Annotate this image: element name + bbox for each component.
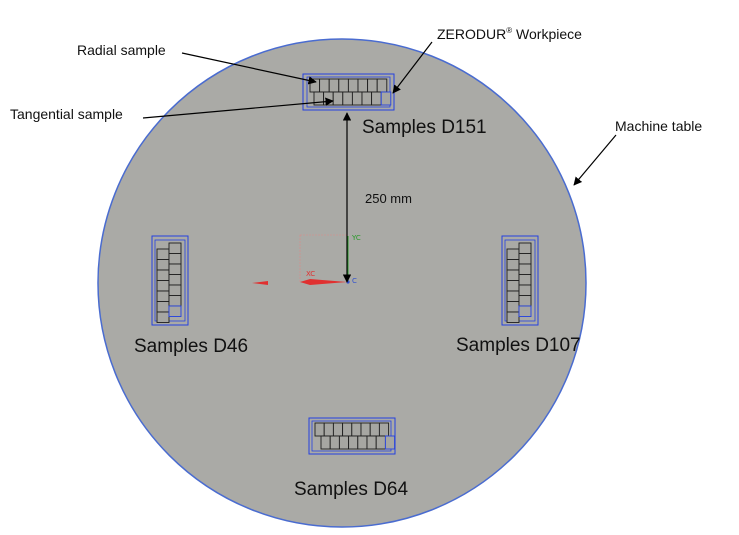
workpiece-frame bbox=[151, 235, 189, 326]
sample-piece bbox=[156, 259, 170, 271]
sample-piece bbox=[369, 422, 380, 437]
workpiece-label-suffix: Workpiece bbox=[512, 26, 582, 42]
sample-piece bbox=[168, 295, 182, 307]
sample-piece bbox=[348, 435, 359, 450]
sample-piece bbox=[518, 305, 532, 317]
sample-piece bbox=[380, 91, 392, 106]
machine-table-circle bbox=[97, 38, 587, 528]
sample-piece bbox=[332, 422, 344, 437]
sample-piece bbox=[320, 435, 331, 450]
sample-group-d107 bbox=[501, 235, 539, 326]
sample-piece bbox=[506, 259, 520, 271]
sample-piece bbox=[506, 301, 520, 313]
sample-piece bbox=[168, 305, 182, 317]
sample-group-label-d107: Samples D107 bbox=[456, 335, 581, 356]
sample-piece bbox=[360, 422, 371, 437]
sample-piece bbox=[156, 269, 170, 281]
sample-piece bbox=[168, 242, 182, 254]
sample-piece bbox=[518, 274, 532, 286]
sample-cells bbox=[156, 242, 182, 323]
sample-piece bbox=[357, 78, 369, 93]
sample-piece bbox=[506, 290, 520, 302]
sample-piece bbox=[371, 91, 382, 106]
sample-piece bbox=[168, 284, 182, 296]
sample-piece bbox=[351, 91, 363, 106]
origin-label: C bbox=[352, 277, 357, 285]
workpiece-label: ZERODUR® Workpiece bbox=[437, 26, 582, 42]
sample-piece bbox=[361, 91, 373, 106]
sample-piece bbox=[338, 435, 350, 450]
sample-piece bbox=[323, 422, 334, 437]
sample-piece bbox=[506, 248, 520, 260]
sample-piece bbox=[506, 311, 520, 323]
sample-piece bbox=[338, 78, 349, 93]
sample-piece bbox=[366, 435, 377, 450]
sample-group-label-d64: Samples D64 bbox=[294, 479, 408, 500]
xc-axis-arrow bbox=[300, 279, 347, 285]
workpiece-inner-frame bbox=[504, 239, 536, 322]
workpiece-frame bbox=[501, 235, 539, 326]
sample-cells bbox=[309, 78, 392, 106]
sample-piece bbox=[351, 422, 362, 437]
sample-piece bbox=[168, 253, 182, 265]
yc-axis-label: YC bbox=[351, 234, 361, 242]
sample-piece bbox=[506, 280, 520, 292]
workpiece-pointer bbox=[392, 41, 433, 94]
sample-piece bbox=[156, 311, 170, 323]
sample-piece bbox=[342, 91, 353, 106]
sample-group-d151 bbox=[302, 73, 395, 111]
distance-label: 250 mm bbox=[365, 191, 412, 206]
sample-piece bbox=[518, 242, 532, 254]
workpiece-label-reg: ® bbox=[506, 26, 512, 35]
sample-piece bbox=[518, 253, 532, 265]
sample-piece bbox=[328, 78, 340, 93]
xc-axis-tail bbox=[252, 281, 268, 285]
machine-table-pointer bbox=[573, 134, 617, 186]
sample-piece bbox=[156, 301, 170, 313]
sample-group-d64 bbox=[308, 417, 396, 455]
sample-piece bbox=[384, 435, 396, 450]
sample-piece bbox=[342, 422, 353, 437]
sample-piece bbox=[323, 91, 334, 106]
tangential-sample-pointer bbox=[142, 97, 334, 119]
sample-piece bbox=[518, 284, 532, 296]
sample-piece bbox=[156, 290, 170, 302]
radial-sample-pointer bbox=[181, 52, 317, 85]
sample-cells bbox=[314, 422, 396, 450]
sample-piece bbox=[156, 280, 170, 292]
workpiece-label-name: ZERODUR bbox=[437, 26, 506, 42]
workpiece-inner-frame bbox=[154, 239, 186, 322]
sample-piece bbox=[156, 248, 170, 260]
sample-piece bbox=[375, 435, 386, 450]
sample-group-label-d46: Samples D46 bbox=[134, 336, 248, 357]
sample-piece bbox=[506, 269, 520, 281]
sample-piece bbox=[357, 435, 368, 450]
sample-piece bbox=[332, 91, 344, 106]
sample-piece bbox=[347, 78, 359, 93]
sample-piece bbox=[329, 435, 340, 450]
machine-table-label: Machine table bbox=[615, 118, 702, 134]
sample-piece bbox=[314, 422, 325, 437]
sample-piece bbox=[367, 78, 378, 93]
sample-piece bbox=[518, 263, 532, 275]
radial-sample-label: Radial sample bbox=[77, 42, 166, 58]
sample-piece bbox=[168, 263, 182, 275]
sample-piece bbox=[168, 274, 182, 286]
sample-piece bbox=[376, 78, 388, 93]
tangential-sample-label: Tangential sample bbox=[10, 106, 123, 122]
sample-group-label-d151: Samples D151 bbox=[362, 117, 487, 138]
sample-piece bbox=[319, 78, 330, 93]
sample-piece bbox=[378, 422, 390, 437]
sample-group-d46 bbox=[151, 235, 189, 326]
sample-cells bbox=[506, 242, 532, 323]
sample-piece bbox=[518, 295, 532, 307]
xc-axis-label: XC bbox=[306, 270, 315, 278]
